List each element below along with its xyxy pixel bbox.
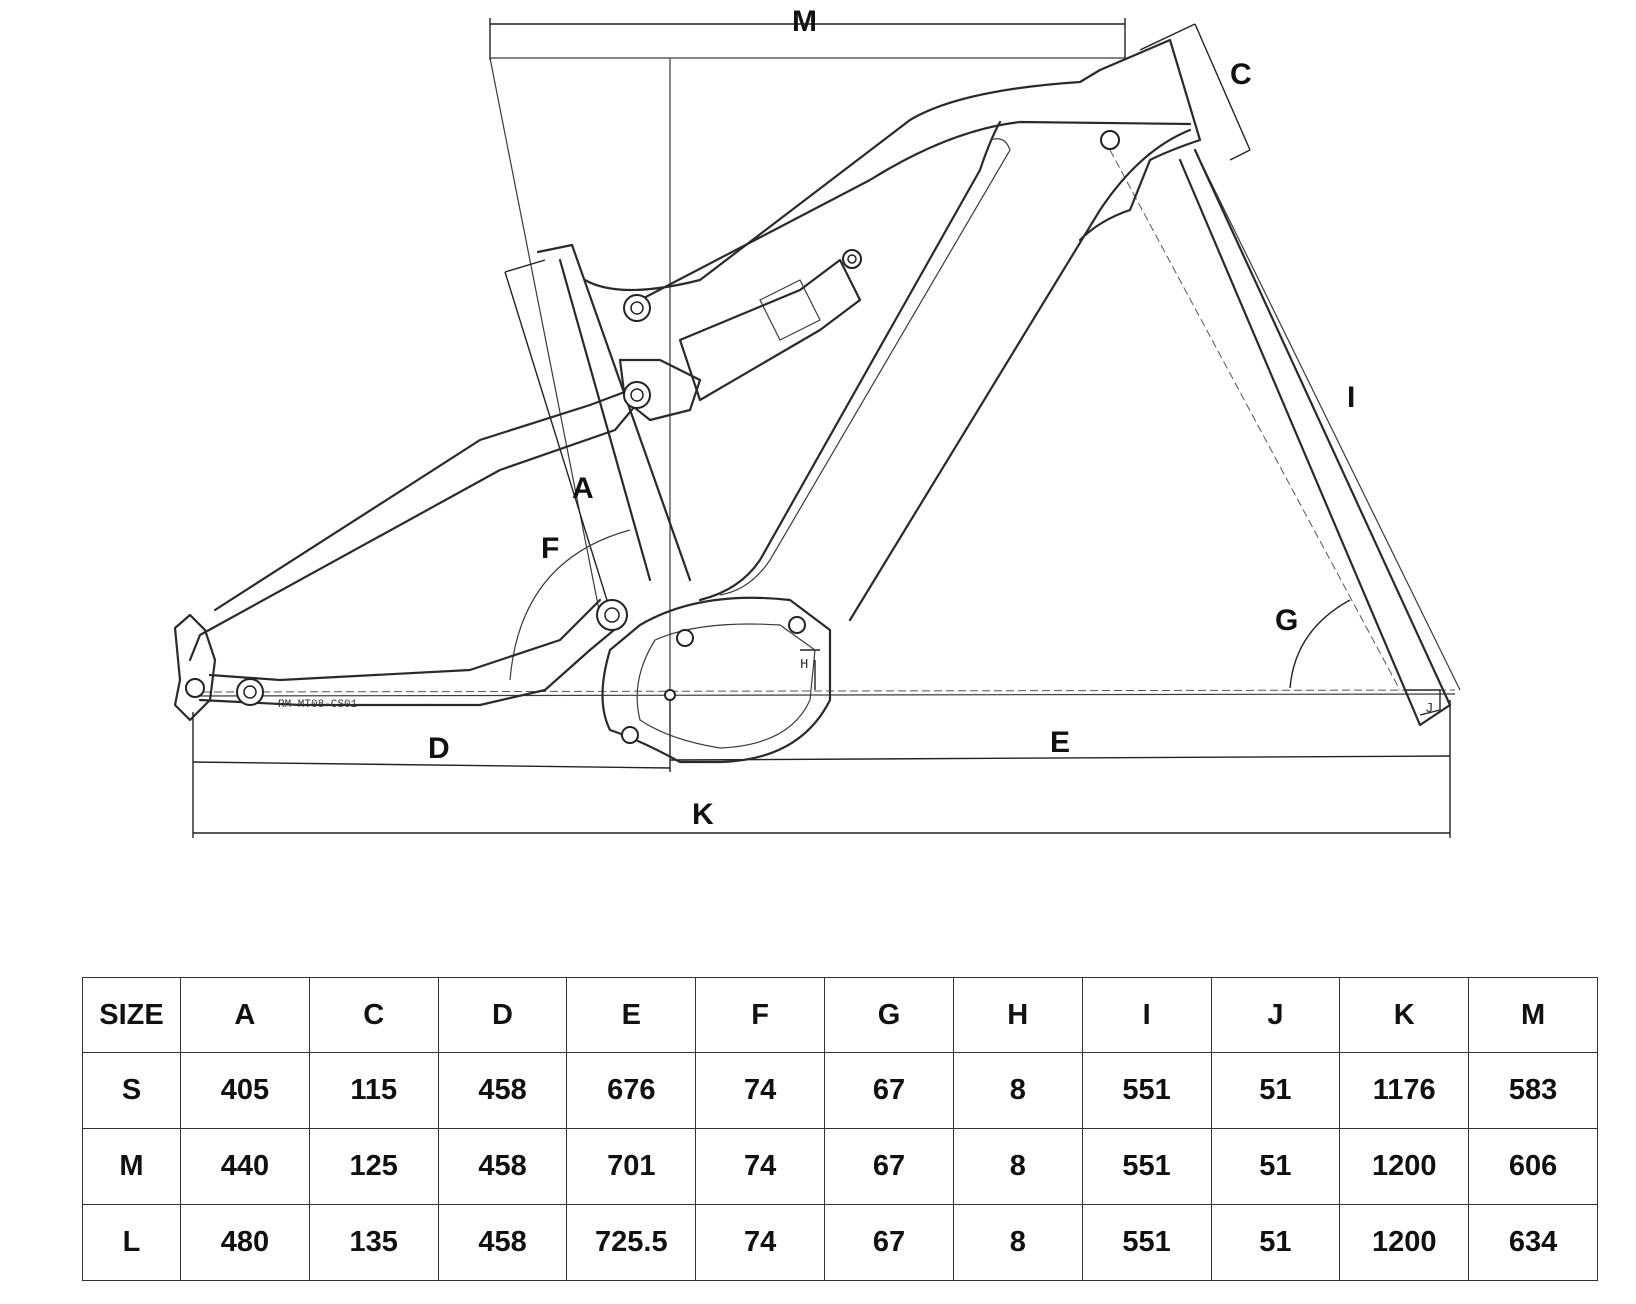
table-cell: 458 (437, 1052, 568, 1129)
rear-axle-pivot (236, 678, 264, 706)
dim-label-f: F (541, 532, 559, 565)
table-cell: 458 (437, 1204, 568, 1281)
dim-label-j: J (1425, 701, 1433, 717)
table-cell: 67 (824, 1204, 954, 1281)
column-header: F (695, 977, 826, 1053)
table-cell: 135 (308, 1204, 439, 1281)
dim-label-d: D (428, 732, 450, 765)
table-cell: 67 (824, 1128, 954, 1205)
pivot-points (185, 130, 1120, 744)
table-row: M 440 125 458 701 74 67 8 551 51 1200 60… (82, 1128, 1598, 1205)
table-cell: 51 (1210, 1204, 1341, 1281)
table-cell: 725.5 (566, 1204, 697, 1281)
front-triangle (536, 38, 1452, 764)
table-cell: 458 (437, 1128, 568, 1205)
dim-label-h: H (800, 657, 808, 673)
table-cell: S (82, 1052, 181, 1129)
table-cell: M (82, 1128, 181, 1205)
rocker-pivot (623, 381, 651, 409)
dropout-bolt (185, 678, 205, 698)
dimension-lines (189, 18, 1461, 838)
column-header: SIZE (82, 977, 181, 1053)
head-tube-port (1100, 130, 1120, 150)
main-pivot (596, 599, 628, 631)
dim-label-m: M (792, 5, 817, 38)
table-cell: 551 (1081, 1128, 1212, 1205)
upper-shock-pivot (623, 294, 651, 322)
table-row: S 405 115 458 676 74 67 8 551 51 1176 58… (82, 1052, 1598, 1129)
motor-mount-rear (788, 616, 806, 634)
table-cell: 551 (1081, 1204, 1212, 1281)
table-cell: L (82, 1204, 181, 1281)
table-cell: 8 (952, 1052, 1083, 1129)
table-cell: 8 (952, 1128, 1083, 1205)
column-header: D (437, 977, 568, 1053)
table-cell: 551 (1081, 1052, 1212, 1129)
table-cell: 51 (1210, 1128, 1341, 1205)
table-cell: 676 (566, 1052, 697, 1129)
table-cell: 1176 (1339, 1052, 1470, 1129)
table-cell: 1200 (1339, 1204, 1470, 1281)
dim-label-g: G (1275, 604, 1298, 637)
table-cell: 51 (1210, 1052, 1341, 1129)
motor-mount-front (676, 629, 694, 647)
column-header: G (824, 977, 954, 1053)
column-header: H (952, 977, 1083, 1053)
table-cell: 67 (824, 1052, 954, 1129)
table-cell: 405 (180, 1052, 310, 1129)
table-header-row: SIZE A C D E F G H I J K M (82, 977, 1598, 1053)
dimension-labels: M C I A F G D E K H J RM-MT08-CS01 (278, 5, 1433, 831)
dim-label-i: I (1347, 381, 1355, 414)
column-header: E (566, 977, 697, 1053)
geometry-table: SIZE A C D E F G H I J K M S 405 115 458… (82, 977, 1598, 1281)
dim-label-e: E (1050, 726, 1070, 759)
table-cell: 606 (1468, 1128, 1598, 1205)
table-cell: 125 (308, 1128, 439, 1205)
rear-triangle (173, 388, 642, 722)
table-cell: 583 (1468, 1052, 1598, 1129)
column-header: I (1081, 977, 1212, 1053)
table-cell: 634 (1468, 1204, 1598, 1281)
motor-mount-low (621, 726, 639, 744)
frame-geometry-diagram: M C I A F G D E K H J RM-MT08-CS01 (173, 5, 1461, 838)
table-cell: 1200 (1339, 1128, 1470, 1205)
column-header: J (1210, 977, 1341, 1053)
dim-label-k: K (692, 798, 714, 831)
table-cell: 440 (180, 1128, 310, 1205)
dim-label-c: C (1230, 58, 1252, 91)
column-header: A (180, 977, 310, 1053)
table-cell: 8 (952, 1204, 1083, 1281)
table-cell: 701 (566, 1128, 697, 1205)
table-row: L 480 135 458 725.5 74 67 8 551 51 1200 … (82, 1204, 1598, 1281)
frame-code-label: RM-MT08-CS01 (278, 699, 358, 711)
column-header: C (308, 977, 439, 1053)
table-cell: 480 (180, 1204, 310, 1281)
table-cell: 115 (308, 1052, 439, 1129)
front-shock-mount (842, 249, 862, 269)
table-cell: 74 (695, 1204, 826, 1281)
column-header: M (1468, 977, 1598, 1053)
table-cell: 74 (695, 1128, 826, 1205)
bottom-bracket (664, 689, 676, 701)
frame-drawing: M C I A F G D E K H J RM-MT08-CS01 (173, 5, 1461, 838)
dim-label-a: A (572, 472, 594, 505)
table-cell: 74 (695, 1052, 826, 1129)
column-header: K (1339, 977, 1470, 1053)
